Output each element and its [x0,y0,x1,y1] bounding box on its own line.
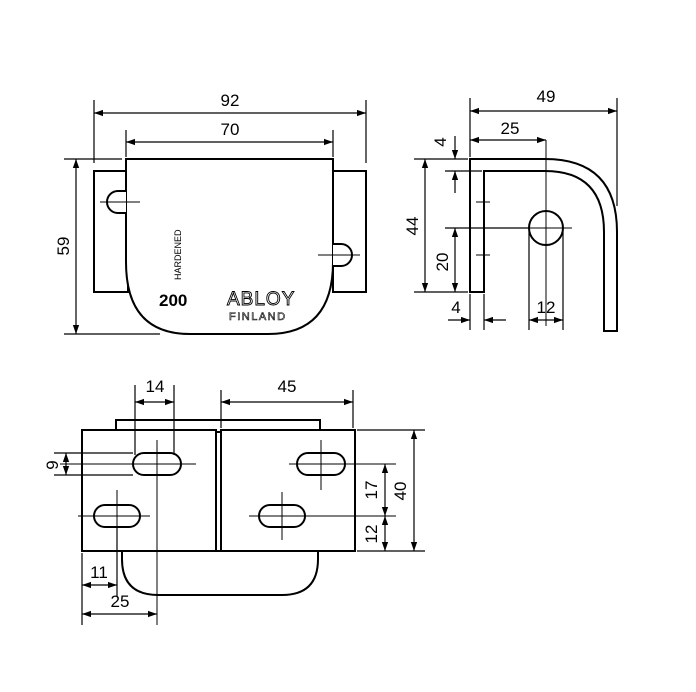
dim-label-12-bottom: 12 [362,525,381,544]
brand-name: ABLOY [227,289,295,310]
dim-label-12-side: 12 [537,298,556,317]
dim-label-4-bottom: 4 [451,298,460,317]
bottom-left-plate [81,429,217,552]
front-right-flange [332,170,367,293]
dim-label-44: 44 [403,217,422,236]
dim-label-20: 20 [433,253,452,272]
dim-label-40: 40 [391,482,410,501]
dim-label-4-top: 4 [431,137,450,146]
dim-label-45: 45 [278,377,297,396]
side-view: 49 25 4 44 20 4 12 [403,87,618,332]
bottom-right-plate [220,429,356,552]
front-view: HARDENED 200 ABLOY FINLAND 92 70 59 [54,91,367,335]
marking-hardened: HARDENED [173,229,183,280]
bottom-curved-body [121,550,319,596]
dim-label-17: 17 [362,481,381,500]
front-left-flange [93,170,129,293]
dim-label-25-side: 25 [501,119,520,138]
brand-country: FINLAND [229,311,287,323]
dim-label-9: 9 [43,460,62,469]
dim-label-11: 11 [90,563,108,582]
front-body [125,158,334,335]
dim-label-25-bottom: 25 [111,592,130,611]
side-bracket-profile [469,158,618,332]
dim-label-49: 49 [537,87,556,106]
dim-label-59: 59 [54,237,73,256]
marking-model: 200 [159,291,187,310]
dim-label-92: 92 [221,91,240,110]
dim-label-14: 14 [146,377,165,396]
dim-label-70: 70 [221,120,240,139]
bottom-view: 14 45 9 40 17 12 11 25 [43,377,425,625]
